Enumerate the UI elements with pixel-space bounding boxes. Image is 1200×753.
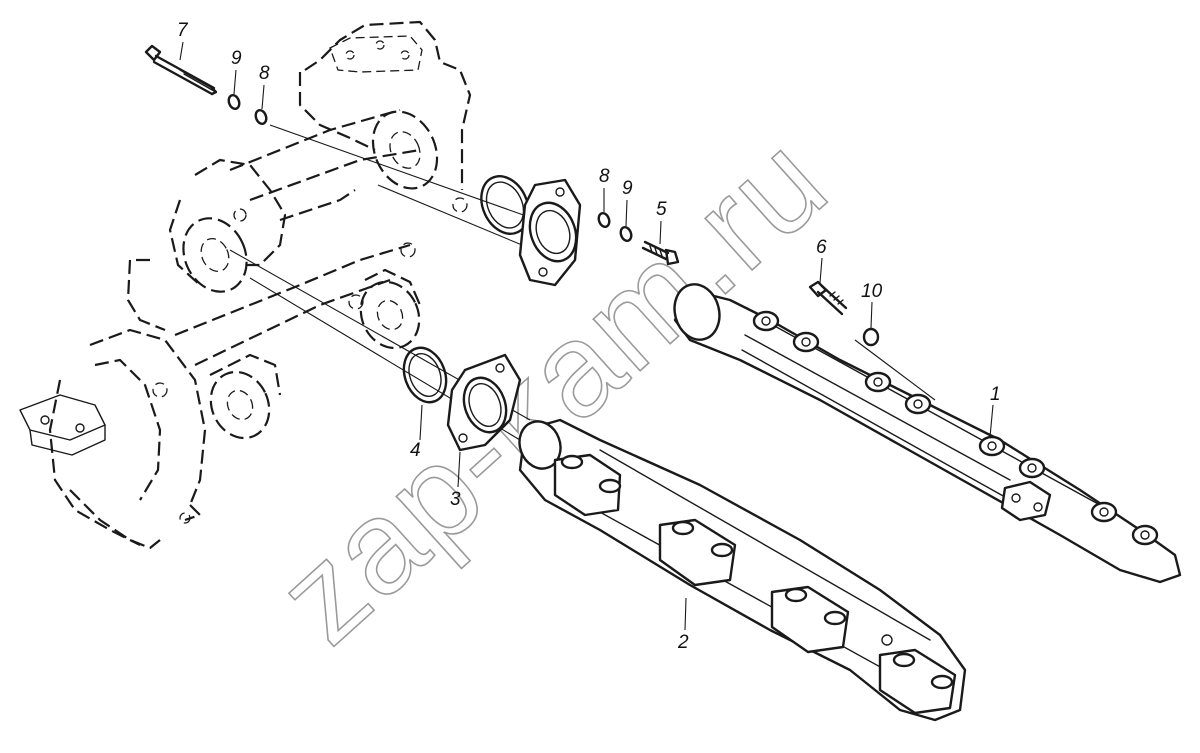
- washer-8-top: [254, 109, 268, 125]
- flange-gasket-3: [446, 353, 522, 452]
- engine-housing-phantom: [19, 20, 472, 550]
- callout-2: 2: [677, 632, 689, 653]
- upper-sealing-ring: [480, 175, 530, 235]
- spring-washer-9-top: [227, 94, 241, 110]
- rear-exhaust-manifold-1: [673, 283, 1182, 584]
- sealing-ring-4: [402, 346, 448, 404]
- washer-10: [862, 327, 880, 347]
- callout-7: 7: [177, 20, 189, 41]
- callout-1: 1: [990, 384, 1001, 405]
- callout-9b: 9: [622, 178, 633, 199]
- callout-labels: 7 9 8 8 9 5 6 10 1 4 3 2: [177, 20, 1001, 653]
- callout-9a: 9: [231, 48, 242, 69]
- bolt-6: [808, 280, 848, 316]
- callout-10: 10: [861, 281, 883, 302]
- callout-5: 5: [656, 199, 667, 220]
- callout-3: 3: [450, 489, 461, 510]
- callout-8a: 8: [259, 63, 270, 84]
- callout-8b: 8: [599, 166, 610, 187]
- front-exhaust-manifold-2: [518, 418, 967, 722]
- spring-washer-9-mid: [619, 226, 633, 242]
- callout-leaders: [179, 41, 994, 631]
- bolt-5: [641, 240, 680, 266]
- upper-flange: [518, 178, 582, 287]
- washer-8-mid: [597, 212, 611, 228]
- callout-4: 4: [410, 440, 421, 461]
- long-bolt-7: [144, 44, 218, 96]
- callout-6: 6: [816, 237, 827, 258]
